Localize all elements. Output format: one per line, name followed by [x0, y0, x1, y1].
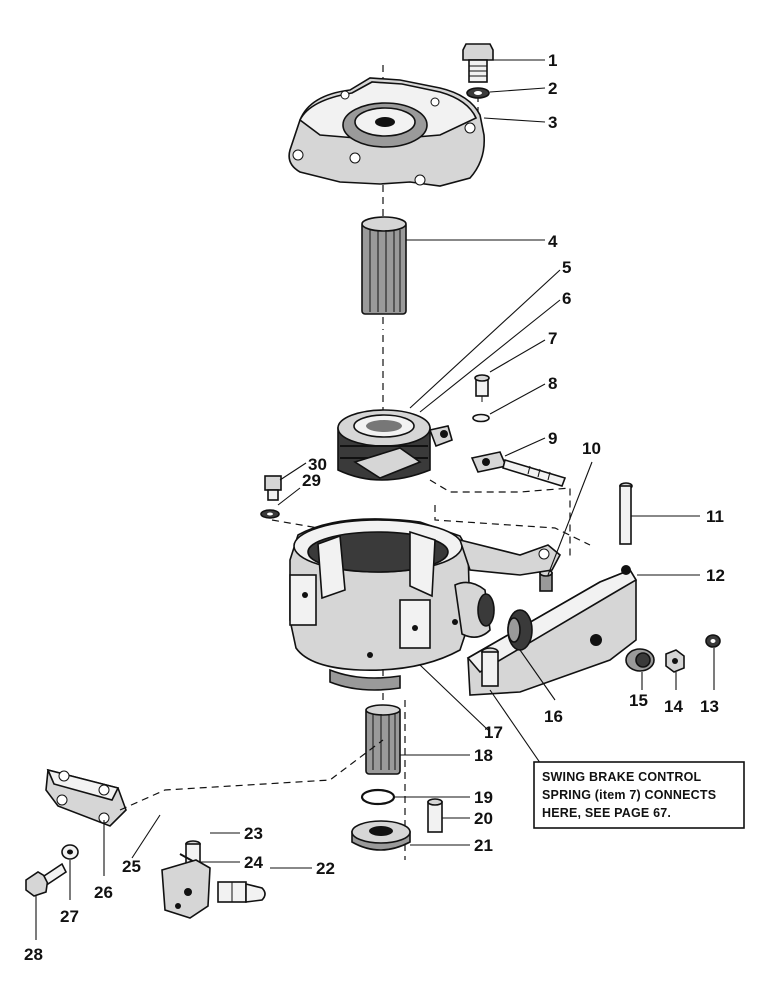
callout-26: 26 [94, 883, 113, 902]
dowel-part-20 [427, 798, 443, 833]
cover-plate-part-3 [288, 77, 486, 187]
spring-anchor-pin [481, 647, 499, 687]
callout-8: 8 [548, 374, 557, 393]
bushing-part-16 [507, 609, 533, 651]
bracket-part-12 [466, 565, 638, 696]
washer-part-8 [472, 413, 490, 423]
note-line-3: HERE, SEE PAGE 67. [542, 806, 671, 820]
bushing-part-15 [625, 648, 655, 672]
seal-part-21 [351, 820, 411, 851]
hinge-bracket-part-26 [45, 768, 127, 827]
callout-23: 23 [244, 824, 263, 843]
callout-2: 2 [548, 79, 557, 98]
callout-18: 18 [474, 746, 493, 765]
callout-21: 21 [474, 836, 493, 855]
callout-19: 19 [474, 788, 493, 807]
callout-15: 15 [629, 691, 648, 710]
callout-27: 27 [60, 907, 79, 926]
washer-part-27 [61, 844, 79, 860]
spacer-part-10 [539, 569, 553, 592]
assembly-path-bracket [434, 505, 591, 546]
lever-part-23 [161, 859, 211, 919]
lever-path [119, 739, 384, 811]
washer-part-13 [705, 634, 721, 648]
brake-assembly-part-5-6 [337, 409, 453, 481]
lockwasher-part-2 [466, 87, 490, 99]
callout-24: 24 [244, 853, 263, 872]
callout-12: 12 [706, 566, 725, 585]
bushing-part-22 [217, 881, 266, 903]
capscrew-part-30 [264, 475, 282, 501]
clevis-rod-part-9 [470, 451, 567, 487]
housing-part-17 [289, 518, 562, 691]
note-line-2: SPRING (item 7) CONNECTS [542, 788, 716, 802]
assembly-path-right [429, 479, 571, 560]
callout-10: 10 [582, 439, 601, 458]
note-line-1: SWING BRAKE CONTROL [542, 770, 702, 784]
callout-22: 22 [316, 859, 335, 878]
callout-numbers: 1 2 3 4 5 6 7 8 9 10 11 12 13 14 15 16 1… [24, 51, 725, 964]
callout-29: 29 [302, 471, 321, 490]
coupling-part-4 [361, 216, 407, 315]
callout-28: 28 [24, 945, 43, 964]
callout-7: 7 [548, 329, 557, 348]
callout-16: 16 [544, 707, 563, 726]
callout-30: 30 [308, 455, 327, 474]
callout-1: 1 [548, 51, 557, 70]
note-box: SWING BRAKE CONTROL SPRING (item 7) CONN… [533, 761, 745, 829]
callout-20: 20 [474, 809, 493, 828]
leader-lines [35, 59, 715, 940]
callout-14: 14 [664, 697, 683, 716]
washer-part-29 [260, 509, 280, 519]
callout-17: 17 [484, 723, 503, 742]
callout-5: 5 [562, 258, 571, 277]
pin-part-7 [474, 374, 490, 402]
callout-13: 13 [700, 697, 719, 716]
callout-25: 25 [122, 857, 141, 876]
long-pin-part-11 [619, 482, 633, 545]
bolt-part-1 [462, 43, 494, 83]
callout-11: 11 [706, 507, 724, 526]
callout-3: 3 [548, 113, 557, 132]
snap-ring-part-19 [360, 788, 396, 806]
callout-6: 6 [562, 289, 571, 308]
nut-part-14 [665, 649, 685, 673]
callout-4: 4 [548, 232, 558, 251]
shaft-part-18 [365, 704, 401, 775]
callout-9: 9 [548, 429, 557, 448]
bolt-part-28 [25, 862, 68, 897]
